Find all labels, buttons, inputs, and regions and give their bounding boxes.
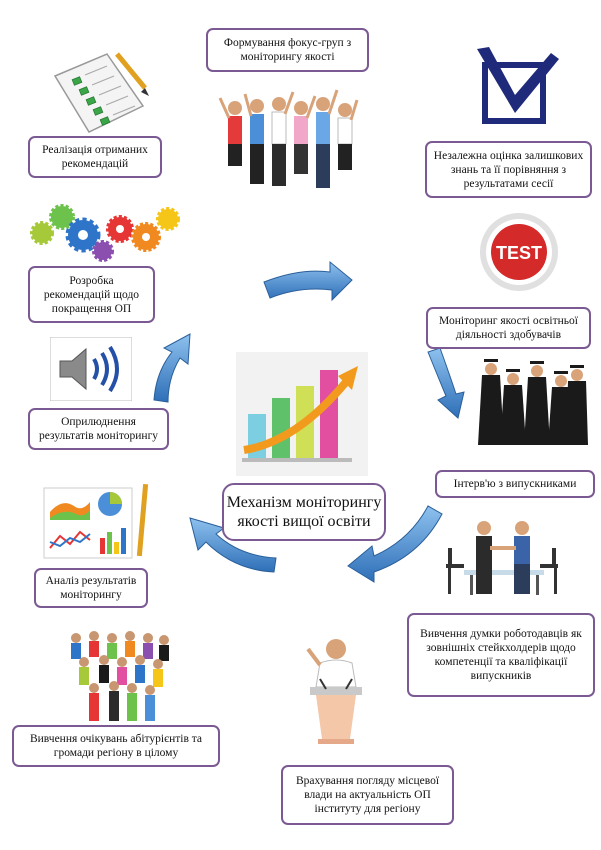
step-line: влади на актуальність ОП (304, 789, 431, 801)
step-line: Оприлюднення (61, 416, 136, 428)
step-line: Формування фокус-груп з (223, 37, 352, 49)
arrow-top (263, 260, 353, 302)
step-line: Аналіз результатів (45, 575, 137, 587)
test-badge-icon: TEST (478, 211, 560, 293)
step-applicants-expectations: Вивчення очікувань абітурієнтів та грома… (12, 725, 220, 767)
step-results-analysis: Аналіз результатів моніторингу (34, 568, 148, 608)
arrow-left (153, 333, 191, 403)
step-line: діяльності здобувачів (455, 329, 562, 341)
step-line: Моніторинг якості освітньої (439, 315, 578, 327)
step-line: Незалежна оцінка залишкових (433, 149, 584, 162)
step-recommendations-implementation: Реалізація отриманих рекомендацій (28, 136, 162, 178)
step-line: Вивчення очікувань абітурієнтів та (29, 733, 203, 745)
step-line: рекомендацій (61, 158, 129, 170)
title-line: якості вищої освіти (237, 513, 371, 530)
step-line: випускників (470, 670, 532, 682)
step-graduate-interview: Інтерв'ю з випускниками (435, 470, 595, 498)
step-focus-groups: Формування фокус-груп з моніторингу якос… (206, 28, 369, 72)
checkmark-box-icon (475, 43, 560, 128)
step-monitoring-quality: Моніторинг якості освітньої діяльності з… (426, 307, 591, 349)
step-line: Реалізація отриманих (42, 144, 148, 156)
step-line: компетенції та кваліфікації (434, 656, 568, 668)
step-line: результатів моніторингу (38, 430, 159, 442)
step-results-publication: Оприлюднення результатів моніторингу (28, 408, 169, 450)
handshake-icon (446, 518, 558, 598)
analytics-charts-icon (42, 482, 150, 560)
step-line: моніторингу якості (240, 51, 335, 63)
step-recommendations-development: Розробка рекомендацій щодо покращення ОП (28, 266, 155, 323)
diagram-title: Механізм моніторингу якості вищої освіти (222, 483, 386, 541)
step-line: моніторингу (60, 589, 122, 601)
speaker-podium-icon (300, 635, 372, 745)
people-celebrating-icon (215, 86, 360, 201)
step-line: Розробка (69, 274, 114, 287)
step-line: знань та її порівняння з (450, 163, 567, 176)
checklist-icon (45, 48, 150, 136)
step-line: результатами сесії (463, 177, 554, 190)
step-line: покращення ОП (51, 302, 132, 315)
step-local-authority: Врахування погляду місцевої влади на акт… (281, 765, 454, 825)
step-line: Врахування погляду місцевої (295, 775, 440, 787)
step-independent-assessment: Незалежна оцінка залишкових знань та її … (425, 141, 592, 198)
loudspeaker-icon (50, 337, 132, 401)
step-line: зовнішніх стейкхолдерів щодо (426, 642, 576, 654)
step-employers-opinion: Вивчення думки роботодавців як зовнішніх… (407, 613, 595, 697)
arrow-bottom-left (189, 517, 277, 573)
step-line: Інтерв'ю з випускниками (453, 478, 577, 490)
test-badge-text: TEST (496, 243, 542, 263)
graduates-icon (476, 355, 588, 447)
gears-icon (28, 203, 183, 265)
bar-chart-growth-icon (236, 352, 368, 476)
step-line: громади регіону в цілому (53, 747, 179, 759)
arrow-right (427, 347, 465, 419)
step-line: рекомендацій щодо (43, 288, 140, 301)
title-line: Механізм моніторингу (226, 494, 382, 511)
step-line: інституту для регіону (314, 803, 421, 815)
arrow-bottom-right (347, 505, 443, 583)
crowd-icon (60, 628, 178, 724)
step-line: Вивчення думки роботодавців як (420, 628, 582, 640)
